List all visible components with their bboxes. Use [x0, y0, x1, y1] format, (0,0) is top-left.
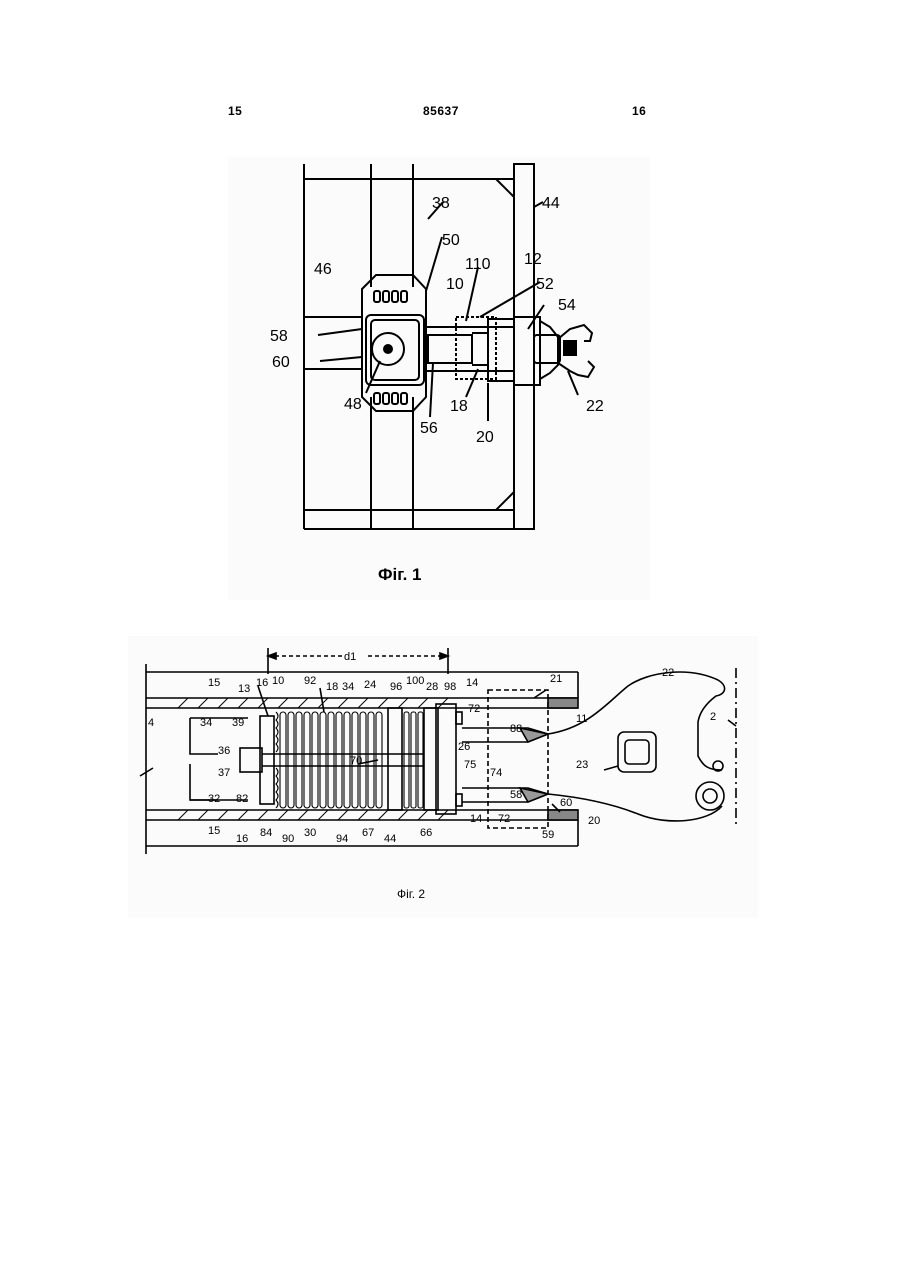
fig1-label-52: 52 — [536, 276, 554, 293]
fig2-label-20: 20 — [588, 815, 600, 827]
fig1-label-44: 44 — [542, 195, 560, 212]
fig1-label-46: 46 — [314, 261, 332, 278]
fig2-label-14-bottom: 14 — [470, 813, 482, 825]
fig1-label-56: 56 — [420, 420, 438, 437]
fig1-label-48: 48 — [344, 396, 362, 413]
fig2-label-23: 23 — [576, 759, 588, 771]
fig2-label-15-top: 15 — [208, 677, 220, 689]
fig2-label-60: 60 — [560, 797, 572, 809]
fig2-label-16-bottom: 16 — [236, 833, 248, 845]
fig2-label-100: 100 — [406, 675, 424, 687]
fig2-label-92: 92 — [304, 675, 316, 687]
document-number: 85637 — [423, 104, 459, 118]
fig1-label-38: 38 — [432, 195, 450, 212]
fig2-label-30: 30 — [304, 827, 316, 839]
fig1-label-22: 22 — [586, 398, 604, 415]
fig2-label-59: 59 — [542, 829, 554, 841]
fig1-label-18: 18 — [450, 398, 468, 415]
fig2-label-2: 2 — [710, 711, 716, 723]
fig2-label-16-top: 16 — [256, 677, 268, 689]
fig1-label-54: 54 — [558, 297, 576, 314]
fig2-label-34-left: 34 — [200, 717, 212, 729]
fig2-label-22: 22 — [662, 667, 674, 679]
fig2-label-34-top: 34 — [342, 681, 354, 693]
fig1-label-10: 10 — [446, 276, 464, 293]
fig2-label-44: 44 — [384, 833, 396, 845]
page-number-right: 16 — [632, 104, 646, 118]
fig2-label-84: 84 — [260, 827, 272, 839]
figure-1-drawing: 38 44 50 46 110 12 10 52 54 58 60 48 56 … — [228, 157, 650, 600]
fig1-label-58: 58 — [270, 328, 288, 345]
fig2-label-11: 11 — [576, 713, 587, 725]
figure-1-panel: 38 44 50 46 110 12 10 52 54 58 60 48 56 … — [228, 157, 650, 600]
fig2-label-67: 67 — [362, 827, 374, 839]
fig1-label-20: 20 — [476, 429, 494, 446]
fig2-label-10: 10 — [272, 675, 284, 687]
fig2-label-82: 82 — [236, 793, 248, 805]
fig2-label-26: 26 — [458, 741, 470, 753]
fig2-label-18: 18 — [326, 681, 338, 693]
fig2-label-37: 37 — [218, 767, 230, 779]
fig2-label-4: 4 — [148, 717, 154, 729]
fig2-label-21: 21 — [550, 673, 562, 685]
fig2-label-24: 24 — [364, 679, 376, 691]
figure-2-drawing: d1 15 13 16 10 92 18 34 24 96 100 28 98 … — [128, 636, 758, 918]
fig2-label-58: 58 — [510, 789, 522, 801]
figure-2-caption: Фіг. 2 — [397, 887, 425, 901]
fig2-label-75: 75 — [464, 759, 476, 771]
page-number-left: 15 — [228, 104, 242, 118]
fig2-label-72-top: 72 — [468, 703, 480, 715]
fig1-label-12: 12 — [524, 251, 542, 268]
fig2-label-13: 13 — [238, 683, 250, 695]
figure-1-caption: Фіг. 1 — [378, 565, 422, 585]
fig1-label-110: 110 — [465, 256, 491, 273]
fig2-label-70: 70 — [350, 755, 362, 767]
fig1-label-60: 60 — [272, 354, 290, 371]
fig2-label-d1: d1 — [344, 651, 356, 663]
fig2-label-96: 96 — [390, 681, 402, 693]
fig2-label-15-bottom: 15 — [208, 825, 220, 837]
fig2-label-98: 98 — [444, 681, 456, 693]
fig2-label-72-bottom: 72 — [498, 813, 510, 825]
fig2-label-39: 39 — [232, 717, 244, 729]
fig2-label-66: 66 — [420, 827, 432, 839]
fig2-label-14-top: 14 — [466, 677, 478, 689]
fig2-label-36: 36 — [218, 745, 230, 757]
fig2-label-74: 74 — [490, 767, 502, 779]
fig2-label-90: 90 — [282, 833, 294, 845]
fig2-label-32: 32 — [208, 793, 220, 805]
fig2-label-28: 28 — [426, 681, 438, 693]
fig2-label-94: 94 — [336, 833, 348, 845]
figure-2-panel: d1 15 13 16 10 92 18 34 24 96 100 28 98 … — [128, 636, 758, 918]
fig2-label-88: 88 — [510, 723, 522, 735]
fig1-label-50: 50 — [442, 232, 460, 249]
